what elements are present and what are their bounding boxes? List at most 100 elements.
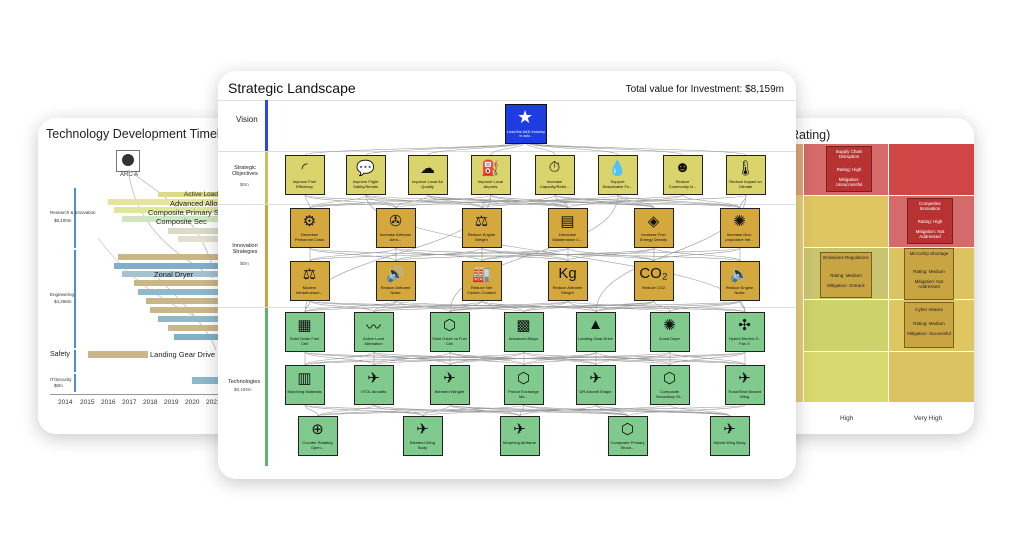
strategies-row1-node[interactable]: ⚙Decrease Personnel Costs	[290, 208, 330, 248]
node-glyph-icon: ⬡	[516, 370, 531, 387]
arc-node-icon[interactable]	[116, 150, 140, 172]
risk-card-microchip[interactable]: Microchip Shortage Rating: Medium Mitiga…	[904, 248, 954, 300]
risk-card-title: Competitor Innovation	[918, 201, 941, 211]
tech-row1-node[interactable]: ▩Advanced Alloys	[504, 312, 544, 352]
strategies-row1-node[interactable]: ◈Increase Fuel Energy Density	[634, 208, 674, 248]
objectives-node[interactable]: ⏱Increase Capacity/Relia...	[535, 155, 575, 195]
risk-card-rating: Rating: Medium	[913, 269, 945, 274]
strategies-row1-node[interactable]: ⚖Reduce Engine Weight	[462, 208, 502, 248]
strategies-row1-node[interactable]: ✇Increase Airframe Aero...	[376, 208, 416, 248]
timeline-bar[interactable]	[146, 298, 228, 304]
objectives-node[interactable]: ◜Improve Fuel Efficiency	[285, 155, 325, 195]
tech-row2-node[interactable]: ▥Morphing Materials	[285, 365, 325, 405]
objectives-node[interactable]: 💬Improve Flight Safety/Serials	[346, 155, 386, 195]
node-label: Reduce Engine Weight	[467, 232, 496, 242]
tech-row2-node[interactable]: ✈DR Aircraft Shape	[576, 365, 616, 405]
tech-row2-node[interactable]: ✈VTOL Aircrafts	[354, 365, 394, 405]
tech-row1-node[interactable]: ✺Zonal Dryer	[650, 312, 690, 352]
tech-row2-node[interactable]: ⬡Composite Secondary St...	[650, 365, 690, 405]
risk-card-rating: Rating: High	[917, 219, 943, 224]
objectives-node[interactable]: ☻ Reduce Community N...	[663, 155, 703, 195]
row-value-strategies: $0m	[240, 261, 249, 266]
strategies-row1-node[interactable]: ✺Increase Non-propulsive Ine...	[720, 208, 760, 248]
dependency-line	[481, 194, 747, 209]
timeline-bar[interactable]	[118, 254, 228, 260]
strategies-row2-node[interactable]: 🔊Reduce Airframe Noise	[376, 261, 416, 301]
dependency-line	[523, 404, 629, 417]
dependency-line	[481, 194, 556, 209]
dependency-line	[627, 404, 746, 417]
timeline-bar[interactable]	[114, 263, 228, 269]
node-label: Modern Infrastructure...	[296, 285, 323, 295]
objectives-node[interactable]: ⛽Improve Local Airports	[471, 155, 511, 195]
risk-card-supply-chain[interactable]: Supply Chain Disruption Rating: High Mit…	[826, 146, 872, 192]
strategies-row2-node[interactable]: ⚖Modern Infrastructure...	[290, 261, 330, 301]
tech-row3-node[interactable]: ⬡Composite Primary Struct...	[608, 416, 648, 456]
tech-row3-node[interactable]: ✈Hybrid Wing Body	[710, 416, 750, 456]
dependency-line	[304, 194, 569, 209]
objectives-node[interactable]: 🌡Reduce Impact on Climate	[726, 155, 766, 195]
vision-node[interactable]: ★ Lead the A&D Industry in adv...	[505, 104, 547, 144]
timeline-bar[interactable]	[138, 289, 228, 295]
timeline-bar[interactable]	[158, 316, 228, 322]
column-label-high: High	[840, 415, 854, 422]
strategies-row2-node[interactable]: 🔈Reduce Engine Noise	[720, 261, 760, 301]
timeline-bar[interactable]	[88, 351, 148, 358]
timeline-title: Technology Development Timeline	[46, 127, 237, 141]
timeline-bar[interactable]	[174, 334, 228, 340]
node-glyph-icon: 〰	[365, 319, 381, 336]
node-label: Proton Exchange Me...	[508, 389, 539, 399]
tech-row2-node[interactable]: ✈Blended Winglet	[430, 365, 470, 405]
tech-row1-node[interactable]: ▦Solid Oxide Fuel Cell	[285, 312, 325, 352]
dependency-line	[449, 300, 483, 313]
node-label: Improve Fuel Efficiency	[292, 179, 317, 189]
node-glyph-icon: ☻	[674, 159, 691, 176]
tech-row2-node[interactable]: ⬡ Proton Exchange Me...	[504, 365, 544, 405]
tech-row1-node[interactable]: 〰Active Load Alleviation	[354, 312, 394, 352]
objectives-node[interactable]: ☁Improve Local Air Quality	[408, 155, 448, 195]
timeline-bar[interactable]	[122, 271, 228, 277]
tech-row1-node[interactable]: ▲Landing Gear Drive	[576, 312, 616, 352]
timeline-bar[interactable]	[122, 216, 228, 222]
node-label: Improve Flight Safety/Serials	[352, 179, 379, 189]
tech-row3-node[interactable]: ✈Morphing Airframe	[500, 416, 540, 456]
section-rule-safety	[74, 350, 76, 372]
dependency-line	[669, 351, 746, 366]
timeline-bar[interactable]	[178, 236, 228, 242]
timeline-bar[interactable]	[114, 207, 228, 213]
row-rule-objectives	[265, 152, 268, 204]
dependency-line	[317, 404, 375, 417]
risk-card-rating: Rating: High	[836, 167, 862, 172]
timeline-bar[interactable]	[158, 192, 228, 197]
tech-row3-node[interactable]: ⊕Counter Rotating Open...	[298, 416, 338, 456]
timeline-bar[interactable]	[134, 280, 228, 286]
strategies-row1-node[interactable]: ▤Decrease Maintenance C...	[548, 208, 588, 248]
timeline-bar[interactable]	[108, 199, 228, 205]
year-tick: 2014	[58, 399, 73, 406]
risk-card-cyber[interactable]: Cyber Attacks Rating: Medium Mitigation:…	[904, 302, 954, 348]
risk-card-emissions[interactable]: Emissions Regulations Rating: Medium Mit…	[820, 252, 872, 298]
dependency-line	[304, 404, 319, 417]
node-glyph-icon: ☁	[420, 160, 435, 177]
tech-row1-node[interactable]: ⬡Solid Oxide vs Fuel Cell	[430, 312, 470, 352]
objectives-node[interactable]: 💧Support Sustainable Fu...	[598, 155, 638, 195]
tech-row3-node[interactable]: ✈Blended Wing Body	[403, 416, 443, 456]
row-label-vision: Vision	[236, 115, 258, 124]
tech-row2-node[interactable]: ✈Truss/Strut Braced Wing	[725, 365, 765, 405]
dependency-line	[304, 351, 375, 366]
risk-card-competitor[interactable]: Competitor Innovation Rating: High Mitig…	[907, 198, 953, 244]
timeline-bar[interactable]	[150, 307, 228, 313]
node-label: Reduce Community N...	[668, 179, 697, 189]
tech-row1-node[interactable]: ✣Hybrid Electric E-Fan X	[725, 312, 765, 352]
timeline-bar[interactable]	[168, 228, 228, 234]
year-tick: 2020	[185, 399, 200, 406]
risk-card-mitigation: Mitigation: Successful	[907, 331, 951, 336]
row-separator	[218, 151, 796, 152]
timeline-bar[interactable]	[168, 325, 228, 331]
strategies-row2-node[interactable]: 🏭Reduce Net Carbon Content	[462, 261, 502, 301]
timeline-bar[interactable]	[192, 377, 228, 384]
dependency-line	[304, 351, 525, 366]
node-glyph-icon: ✈	[738, 370, 751, 387]
